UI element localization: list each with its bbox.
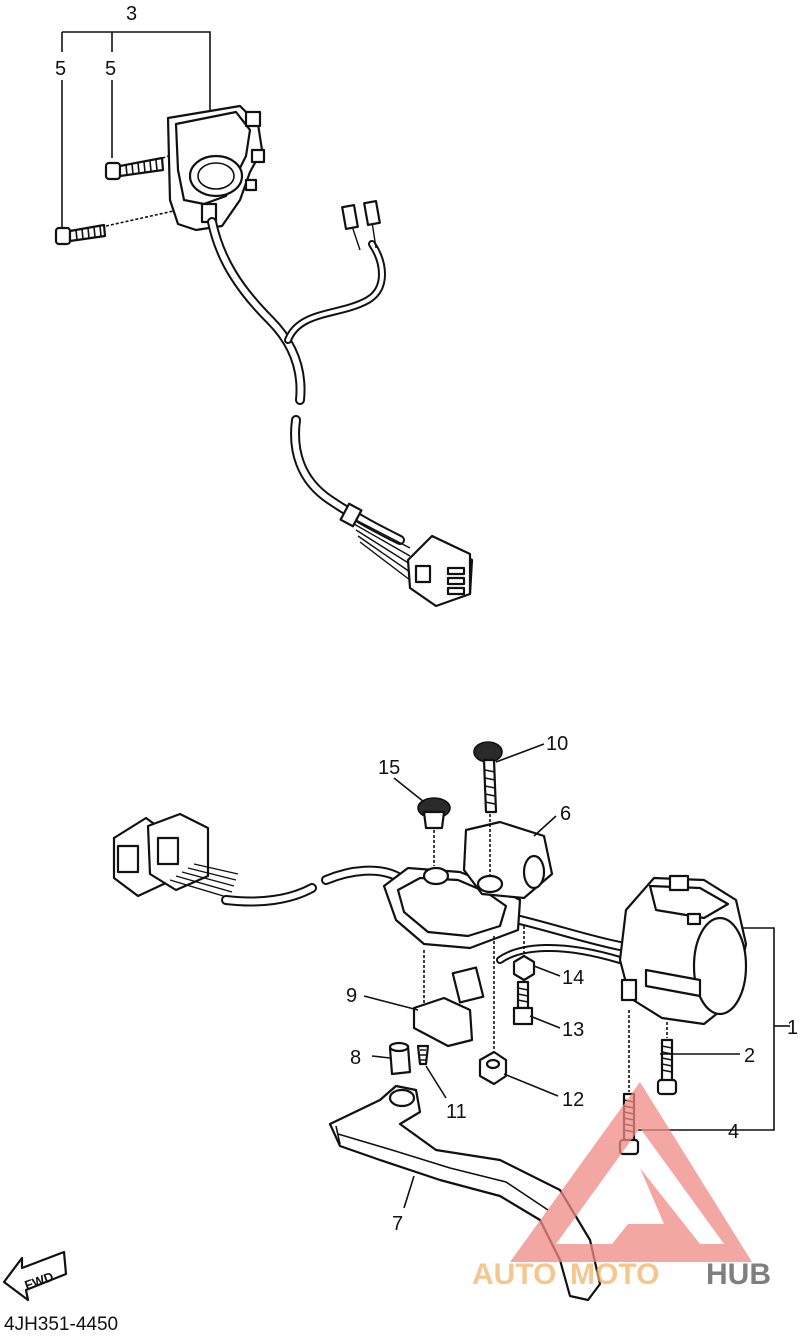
fwd-arrow: FWD — [2, 1250, 68, 1302]
switch-9 — [412, 950, 485, 1048]
watermark-moto: MOTO — [570, 1258, 659, 1291]
nut-12 — [478, 936, 508, 1086]
bolt-10 — [473, 741, 503, 878]
callout-4: 3 — [126, 3, 137, 25]
drawing-code: 4JH351-4450 — [4, 1314, 118, 1335]
callout-6: 6 — [560, 803, 571, 825]
switch-housing — [166, 104, 266, 232]
cap-15 — [417, 797, 451, 866]
callout-10: 10 — [546, 733, 568, 755]
callout-9: 9 — [346, 985, 357, 1007]
screw-upper — [104, 156, 165, 181]
callout-15: 15 — [378, 757, 400, 779]
callout-14-leader — [533, 965, 561, 977]
callout-14: 14 — [562, 967, 584, 989]
callout-9-leader — [363, 995, 419, 1011]
callout-12-leader — [503, 1073, 559, 1097]
watermark: AUTO MOTO HUB — [472, 1082, 771, 1291]
callout-2: 2 — [744, 1045, 755, 1067]
callout-6-leader — [533, 815, 557, 837]
upper-switch-assembly — [54, 31, 474, 608]
callout-11: 11 — [446, 1101, 467, 1123]
callout-15-leader — [393, 777, 425, 803]
upper-wire-harness — [207, 200, 411, 581]
callout-labels: 3 5 5 10 15 6 14 13 9 8 11 12 7 1 2 4 — [55, 3, 798, 1235]
watermark-logo — [510, 1082, 752, 1262]
lower-lever-assembly — [112, 741, 790, 1302]
callout-5b: 5 — [105, 58, 116, 80]
watermark-hub: HUB — [706, 1258, 771, 1291]
screw-lower — [54, 223, 107, 246]
callout-8: 8 — [350, 1047, 361, 1069]
callout-7: 7 — [392, 1213, 403, 1235]
watermark-auto: AUTO — [472, 1258, 556, 1291]
upper-connector — [406, 534, 474, 608]
callout-12: 12 — [562, 1089, 584, 1111]
lever-bracket — [382, 820, 554, 950]
callout-5a: 5 — [55, 58, 66, 80]
callout-10-leader — [495, 743, 545, 763]
bolt-13 — [512, 980, 534, 1026]
screw-2 — [656, 1022, 678, 1096]
callout-7-leader — [403, 1175, 415, 1209]
callout-11-leader — [425, 1065, 447, 1099]
callout-3: 4 — [728, 1121, 739, 1143]
callout-1: 1 — [787, 1017, 798, 1039]
lower-connector — [112, 812, 239, 899]
right-switch-housing — [618, 874, 748, 1026]
screw-11 — [416, 1044, 430, 1066]
callout-4-bracket — [62, 31, 211, 112]
nut-14 — [512, 926, 536, 982]
screw-axis-lower — [105, 209, 179, 227]
callout-13: 13 — [562, 1019, 584, 1041]
collar-8 — [388, 1041, 412, 1076]
callout-13-leader — [529, 1015, 561, 1029]
lower-wire-harness — [221, 865, 625, 964]
callout-8-leader — [371, 1055, 391, 1059]
callout-1-bracket — [638, 927, 775, 1131]
